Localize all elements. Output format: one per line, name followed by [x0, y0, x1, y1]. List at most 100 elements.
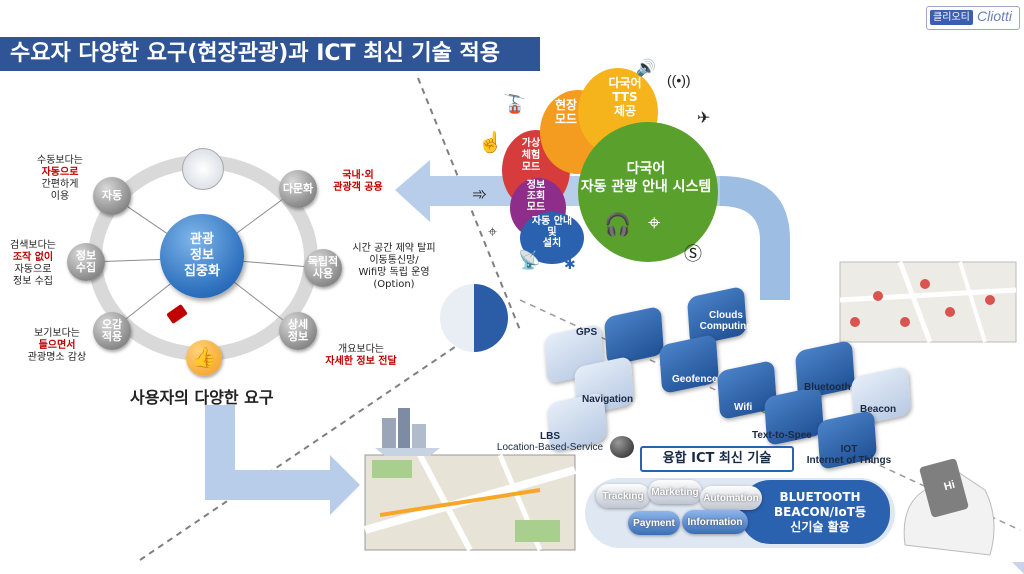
- pill-payment: Payment: [628, 511, 680, 535]
- headphones-icon: 🎧: [604, 212, 632, 237]
- pill-information: Information: [682, 510, 748, 534]
- note-indep-2: 이동통신망/: [369, 255, 419, 266]
- node-senses-2: 적용: [101, 330, 123, 343]
- petal-tts: 다국어 TTS 제공: [600, 76, 650, 118]
- bar-cta-1: BLUETOOTH: [779, 490, 861, 504]
- cable-car-icon: 🚡: [503, 94, 526, 114]
- label-geofence: Geofence: [672, 374, 718, 385]
- petal-site-1: 현장: [554, 98, 578, 112]
- petal-site: 현장 모드: [546, 98, 586, 126]
- label-clouds: Clouds Computing: [698, 310, 754, 332]
- note-multicultural: 국내·외 관광객 공용: [318, 170, 398, 194]
- note-independent: 시간 공간 제약 탈피 이동통신망/ Wifi망 독립 운영 (Option): [344, 243, 444, 291]
- note-search-2: 조작 없이: [12, 252, 54, 263]
- map-pin-icon: ⌖: [488, 224, 498, 241]
- note-auto-3: 간편하게: [41, 179, 79, 190]
- node-independent-2: 사용: [312, 267, 334, 280]
- brand-en: Cliotti: [977, 8, 1013, 24]
- label-clouds-1: Clouds: [709, 310, 743, 321]
- brand-logo: 클리오티 Cliotti: [926, 6, 1020, 30]
- note-search-4: 정보 수집: [13, 276, 53, 287]
- petal-lookup: 정보 조회 모드: [520, 180, 552, 213]
- thumbs-up-icon: 👍: [186, 340, 222, 376]
- note-view-1: 보기보다는: [34, 328, 80, 339]
- hub-line-1: 관광: [190, 232, 214, 247]
- petal-lookup-3: 모드: [526, 202, 546, 213]
- bluetooth-small-icon: ✱: [564, 256, 576, 272]
- note-multi-2: 관광객 공용: [333, 182, 383, 193]
- flower-main-2: 자동 관광 안내 시스템: [580, 179, 712, 195]
- hub-line-3: 집중화: [184, 264, 220, 279]
- flower-main-1: 다국어: [626, 161, 666, 177]
- petal-guide-1: 자동 안내: [531, 216, 573, 227]
- page-title: 수요자 다양한 요구(현장관광)과 ICT 최신 기술 적용: [0, 37, 540, 71]
- note-read-1: 개요보다는: [338, 344, 384, 355]
- petal-vr-3: 모드: [521, 162, 541, 173]
- petal-tts-1: 다국어: [608, 76, 642, 90]
- label-clouds-2: Computing: [699, 321, 753, 332]
- beacon-device-icon: [182, 148, 224, 190]
- note-indep-1: 시간 공간 제약 탈피: [352, 243, 436, 254]
- note-search-3: 자동으로: [14, 264, 52, 275]
- petal-tts-3: 제공: [613, 104, 637, 118]
- label-lbs-2: Location-Based-Service: [496, 442, 604, 453]
- bar-cta-2: BEACON/IoT등: [774, 505, 866, 519]
- label-tts: Text-to-Spee: [752, 430, 812, 441]
- dish-icon: 📡: [518, 250, 541, 270]
- satellite-icon: ✈: [697, 110, 711, 127]
- node-auto: 자동: [93, 177, 131, 215]
- petal-guide-3: 설치: [542, 238, 562, 249]
- petal-lookup-1: 정보: [526, 180, 546, 191]
- location-pin-icon: ⌖: [648, 210, 661, 235]
- petal-guide: 자동 안내 및 설치: [524, 216, 580, 249]
- label-wifi: Wifi: [734, 402, 753, 413]
- petal-site-2: 모드: [554, 112, 578, 126]
- pill-automation: Automation: [700, 486, 762, 510]
- label-iot: IOT Internet of Things: [806, 444, 892, 466]
- label-gps: GPS: [576, 327, 598, 338]
- touch-icon: ☝: [478, 132, 503, 154]
- note-view: 보기보다는 들으면서 관광명소 감상: [20, 328, 94, 364]
- pill-marketing: Marketing: [648, 480, 702, 504]
- node-detail-1: 상세: [287, 318, 309, 331]
- bar-cta: BLUETOOTH BEACON/IoT등 신기술 활용: [752, 490, 888, 535]
- note-view-3: 관광명소 감상: [27, 352, 87, 363]
- note-read-2: 자세한 정보 전달: [325, 356, 397, 367]
- label-lbs: LBS Location-Based-Service: [492, 431, 608, 453]
- flower-main: 다국어 자동 관광 안내 시스템: [566, 160, 726, 196]
- label-navigation: Navigation: [582, 394, 634, 405]
- note-multi-1: 국내·외: [342, 170, 374, 181]
- note-auto-1: 수동보다는: [37, 155, 83, 166]
- hub-tourism-info: 관광 정보 집중화: [160, 214, 244, 298]
- note-search-1: 검색보다는: [10, 240, 56, 251]
- brand-ko: 클리오티: [930, 10, 973, 25]
- fusion-label: 융합 ICT 최신 기술: [640, 446, 794, 472]
- flower-cluster: [502, 68, 718, 264]
- node-senses-1: 오감: [101, 318, 123, 331]
- petal-vr: 가상 체험 모드: [513, 138, 549, 174]
- node-info-collect-2: 수집: [75, 261, 97, 274]
- petal-tts-2: TTS: [612, 90, 638, 104]
- label-iot-1: IOT: [840, 444, 858, 455]
- petal-guide-2: 및: [547, 227, 557, 238]
- speaker-icon: 🔊: [636, 60, 656, 77]
- note-auto-2: 자동으로: [41, 167, 79, 178]
- hub-line-2: 정보: [190, 248, 214, 263]
- route-icon: ➾: [472, 184, 488, 204]
- broadcast-icon: ((•)): [667, 72, 691, 88]
- petal-lookup-2: 조회: [526, 191, 546, 202]
- bar-cta-3: 신기술 활용: [790, 520, 850, 534]
- note-search: 검색보다는 조작 없이 자동으로 정보 수집: [2, 240, 64, 288]
- dollar-clock-icon: Ⓢ: [684, 244, 702, 264]
- petal-vr-2: 체험: [521, 150, 541, 161]
- note-indep-4: (Option): [373, 279, 415, 290]
- user-needs-label: 사용자의 다양한 요구: [130, 388, 274, 407]
- label-iot-2: Internet of Things: [806, 455, 892, 466]
- label-lbs-1: LBS: [540, 431, 560, 442]
- note-view-2: 들으면서: [38, 340, 76, 351]
- note-auto: 수동보다는 자동으로 간편하게 이용: [25, 155, 95, 203]
